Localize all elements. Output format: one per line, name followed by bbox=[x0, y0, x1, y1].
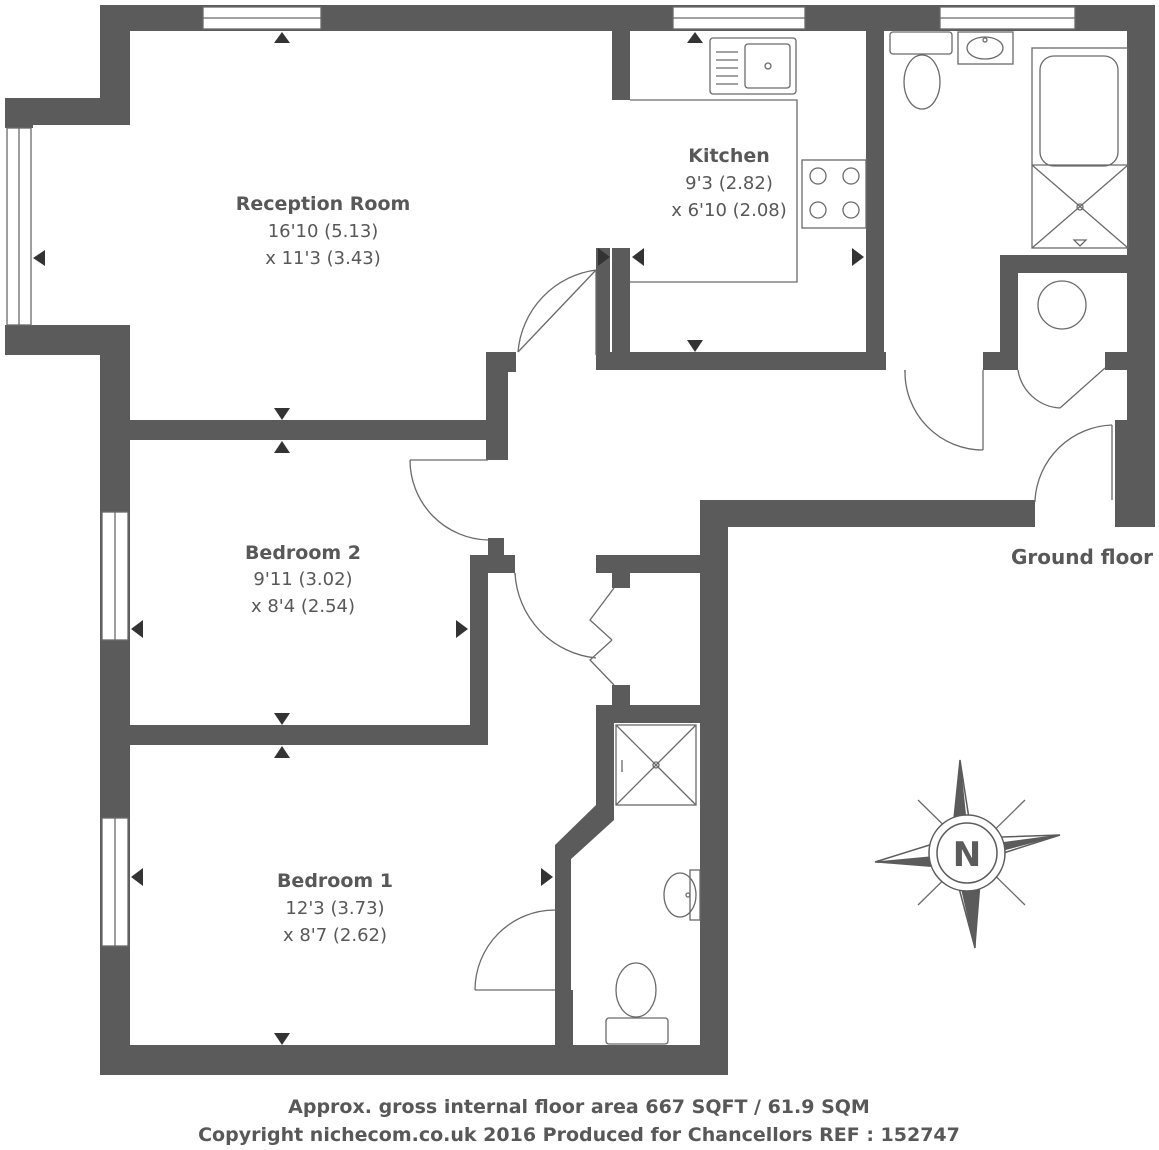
room-dim-2: x 11'3 (3.43) bbox=[265, 248, 381, 269]
dimension-arrows bbox=[33, 32, 864, 1045]
room-label-kitchen: Kitchen 9'3 (2.82) x 6'10 (2.08) bbox=[671, 145, 787, 221]
footer-area: Approx. gross internal floor area 667 SQ… bbox=[288, 1096, 870, 1118]
room-name: Bedroom 1 bbox=[277, 870, 393, 892]
floor-label: Ground floor bbox=[1011, 545, 1153, 569]
room-name: Kitchen bbox=[688, 145, 770, 167]
compass-icon: N bbox=[874, 759, 1061, 949]
room-name: Bedroom 2 bbox=[245, 542, 361, 564]
kitchen-sink-icon bbox=[709, 37, 797, 95]
room-dim-1: 12'3 (3.73) bbox=[285, 898, 384, 919]
room-label-bedroom1: Bedroom 1 12'3 (3.73) x 8'7 (2.62) bbox=[277, 870, 393, 946]
room-label-reception: Reception Room 16'10 (5.13) x 11'3 (3.43… bbox=[236, 193, 411, 269]
compass-letter: N bbox=[953, 835, 981, 875]
windows bbox=[6, 6, 1076, 947]
room-dim-2: x 8'4 (2.54) bbox=[251, 596, 355, 617]
basin-icon bbox=[957, 31, 1014, 65]
room-name: Reception Room bbox=[236, 193, 411, 215]
ensuite-toilet-icon bbox=[605, 962, 669, 1045]
toilet-icon bbox=[889, 31, 953, 110]
shower-icon bbox=[615, 724, 697, 806]
room-dim-1: 16'10 (5.13) bbox=[268, 221, 379, 242]
room-label-bedroom2: Bedroom 2 9'11 (3.02) x 8'4 (2.54) bbox=[245, 542, 361, 617]
hob-icon bbox=[801, 159, 867, 229]
boiler-icon bbox=[1037, 280, 1087, 330]
doors bbox=[409, 269, 1113, 991]
room-dim-1: 9'3 (2.82) bbox=[685, 173, 773, 194]
ensuite-basin-icon bbox=[663, 869, 701, 921]
walls bbox=[5, 5, 1155, 1075]
room-dim-2: x 8'7 (2.62) bbox=[283, 925, 387, 946]
bath-icon bbox=[1031, 47, 1129, 249]
fixtures bbox=[605, 31, 1129, 1045]
footer-copyright: Copyright nichecom.co.uk 2016 Produced f… bbox=[198, 1124, 960, 1146]
room-dim-1: 9'11 (3.02) bbox=[253, 569, 352, 590]
room-dim-2: x 6'10 (2.08) bbox=[671, 200, 787, 221]
